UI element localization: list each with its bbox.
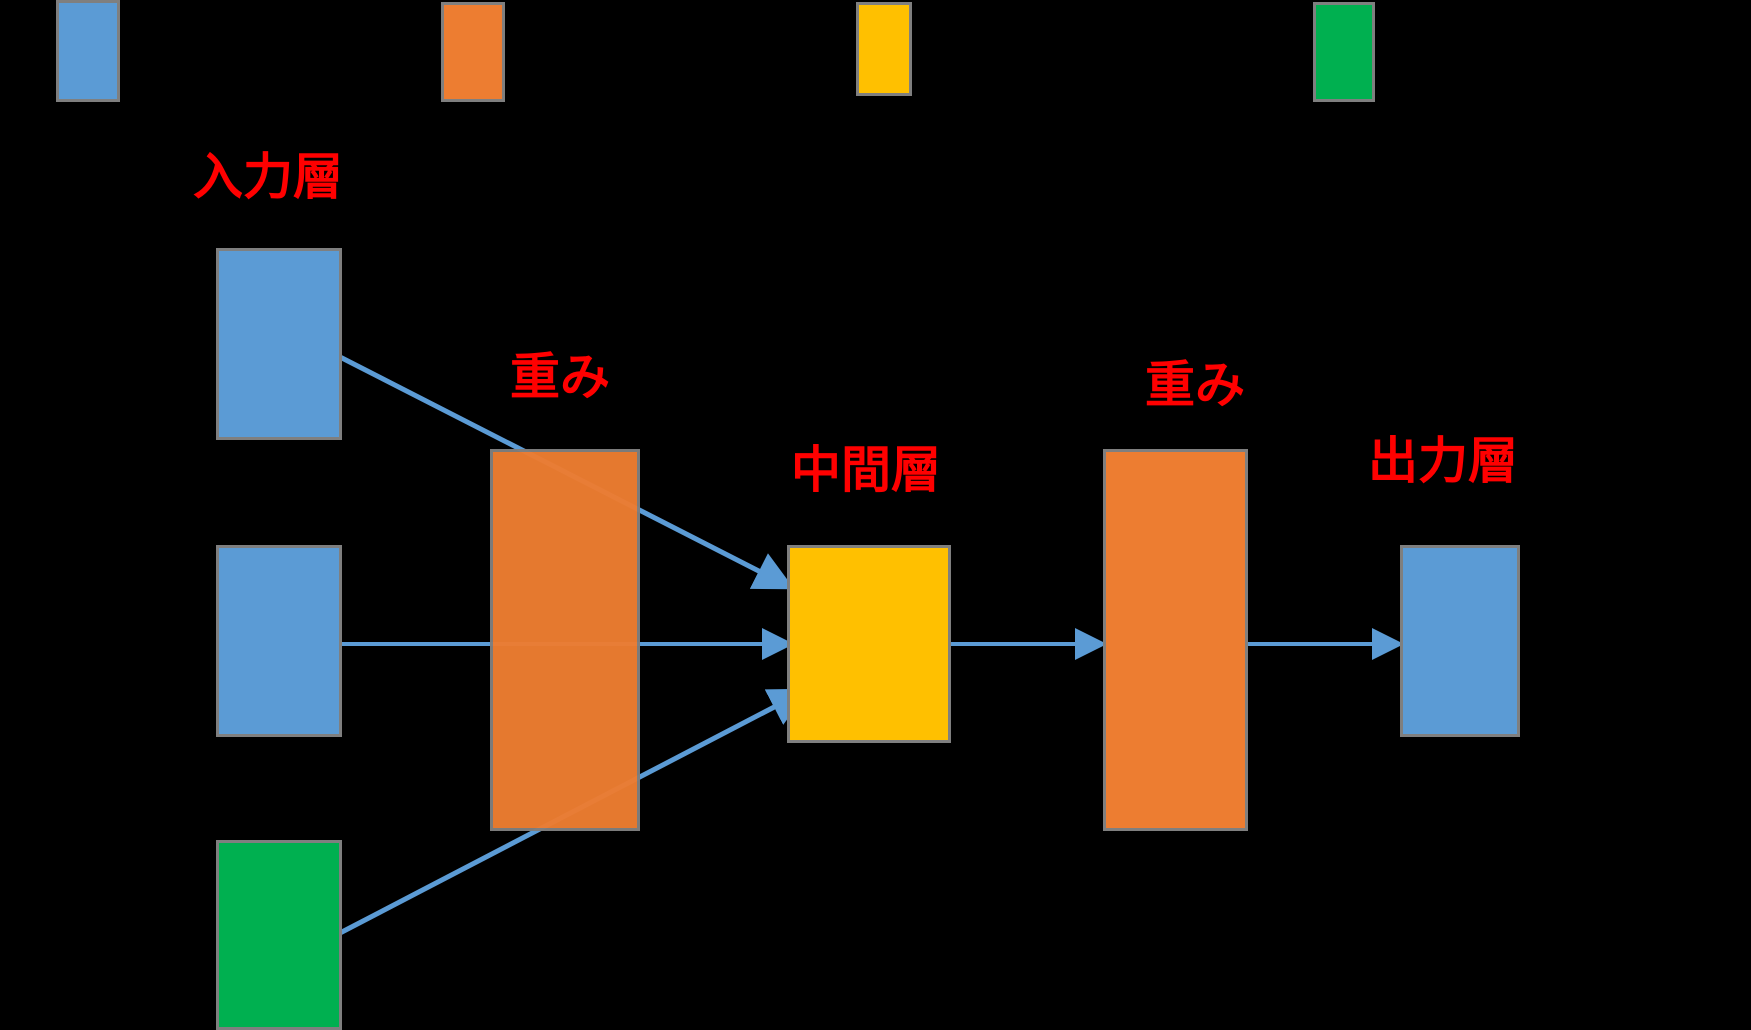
- weight-1-label: 重み: [510, 348, 610, 406]
- legend-swatch-weight: [441, 2, 505, 102]
- input-node-2: [216, 545, 342, 737]
- hidden-layer-label: 中間層: [791, 441, 941, 499]
- hidden-node: [787, 545, 951, 743]
- input-layer-label: 入力層: [193, 148, 343, 206]
- output-layer-label: 出力層: [1368, 432, 1518, 490]
- legend-swatch-hidden: [856, 2, 912, 96]
- weight-2-block: [1103, 449, 1248, 831]
- weight-2-label: 重み: [1145, 356, 1245, 414]
- bias-node: [216, 840, 342, 1030]
- legend-swatch-input: [56, 0, 120, 102]
- weight-1-block: [490, 449, 640, 831]
- input-node-1: [216, 248, 342, 440]
- legend-swatch-bias: [1313, 2, 1375, 102]
- output-node: [1400, 545, 1520, 737]
